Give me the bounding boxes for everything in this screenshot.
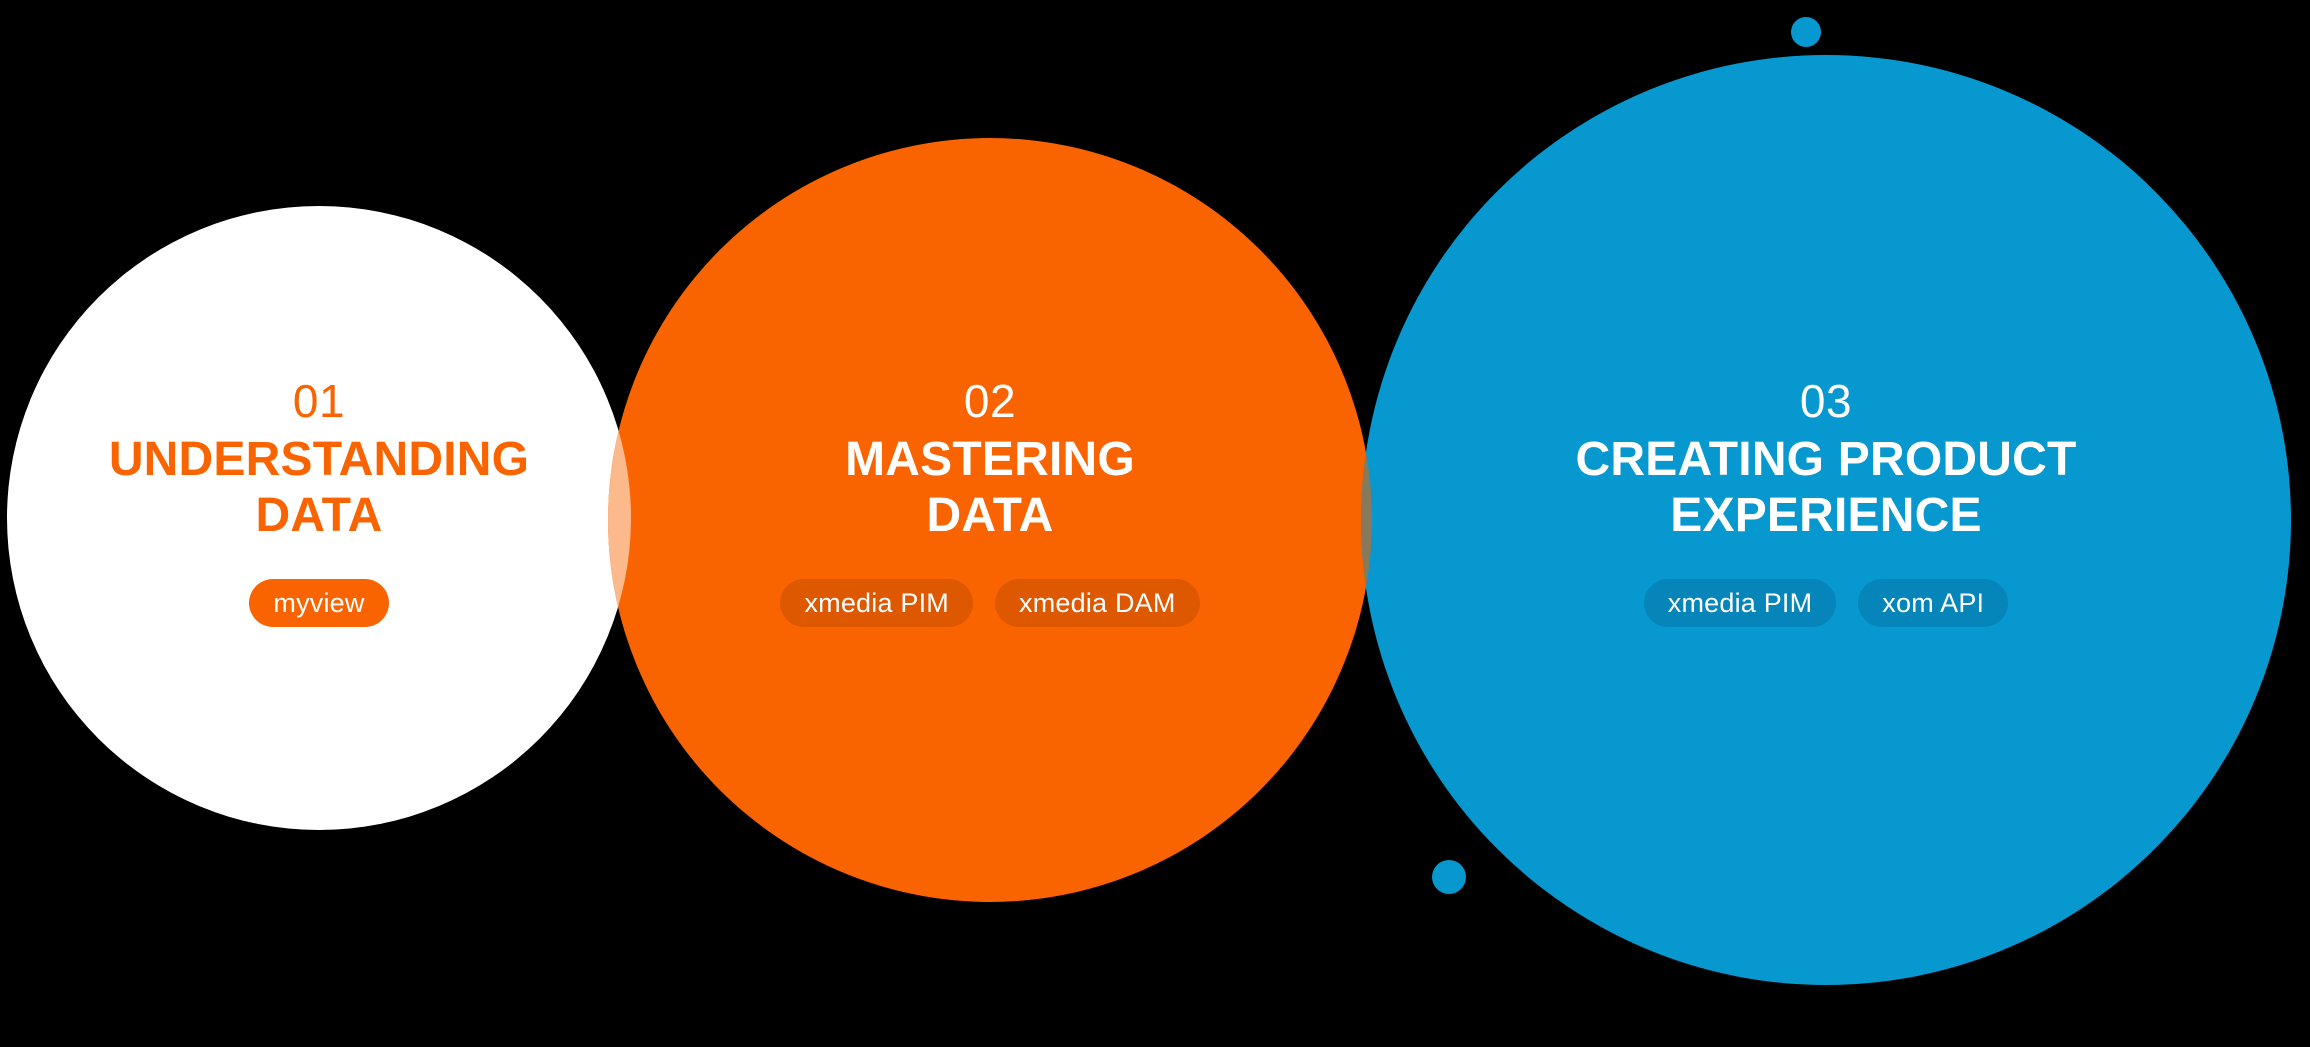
rim-dot-top — [1791, 17, 1821, 47]
badge-row-02: xmedia PIM xmedia DAM — [780, 579, 1200, 628]
circle-understanding-data[interactable] — [7, 206, 631, 830]
step-title-01: UNDERSTANDING DATA — [108, 432, 530, 543]
step-number-02: 02 — [963, 375, 1017, 427]
badge-myview[interactable]: myview — [249, 579, 389, 628]
step-block-02: 02 MASTERING DATA xmedia PIM xmedia DAM — [608, 375, 1372, 628]
step-block-01: 01 UNDERSTANDING DATA myview — [7, 375, 631, 628]
badge-xom-api[interactable]: xom API — [1858, 579, 2009, 628]
step-number-01: 01 — [292, 375, 346, 427]
badge-xmedia-pim-step2[interactable]: xmedia PIM — [780, 579, 973, 628]
step-block-03: 03 CREATING PRODUCT EXPERIENCE xmedia PI… — [1361, 375, 2291, 628]
step-title-02: MASTERING DATA — [845, 432, 1135, 543]
step-number-03: 03 — [1799, 375, 1853, 427]
step-title-03: CREATING PRODUCT EXPERIENCE — [1575, 432, 2077, 543]
badge-row-03: xmedia PIM xom API — [1643, 579, 2009, 628]
badge-xmedia-dam[interactable]: xmedia DAM — [995, 579, 1200, 628]
circle-mastering-data[interactable] — [608, 138, 1372, 902]
circle-creating-product-experience[interactable] — [1361, 17, 2291, 985]
badge-row-01: myview — [249, 579, 389, 628]
rim-dot-lower-left — [1432, 860, 1466, 894]
badge-xmedia-pim-step3[interactable]: xmedia PIM — [1643, 579, 1837, 628]
